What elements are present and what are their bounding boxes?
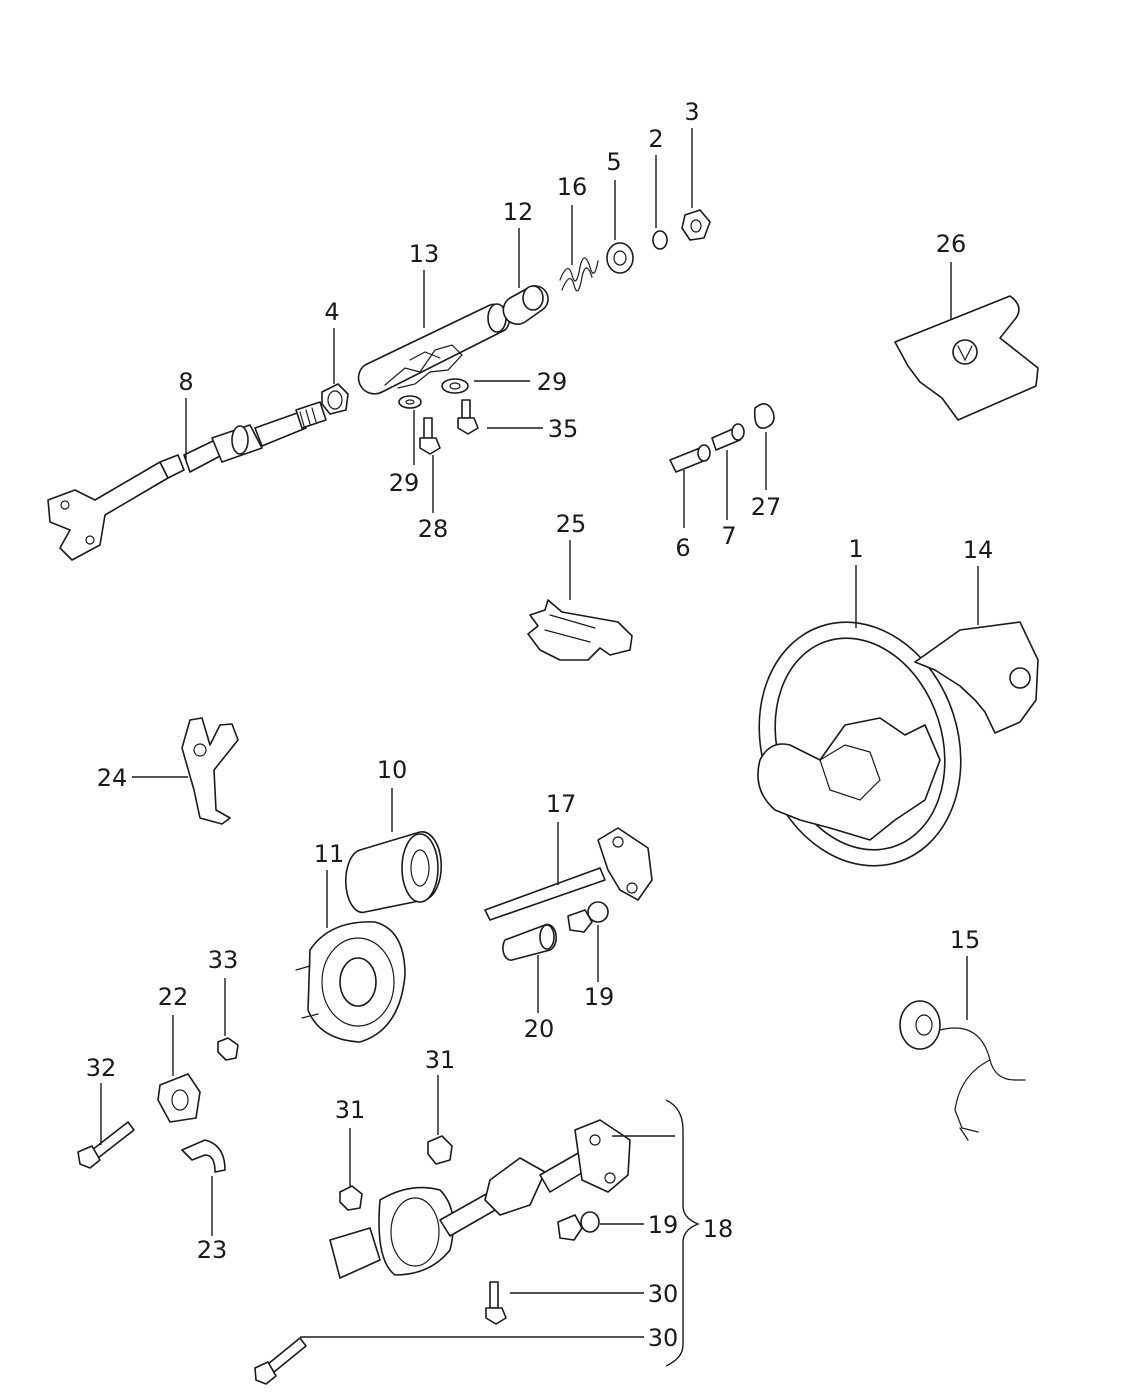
callout-30-lower: 30 (648, 1324, 679, 1352)
callout-22: 22 (158, 983, 189, 1011)
part-33-nut[interactable] (217, 1037, 239, 1061)
callout-23: 23 (197, 1236, 228, 1264)
part-35-bolt[interactable] (457, 399, 479, 435)
callout-14: 14 (963, 536, 994, 564)
callout-3: 3 (684, 98, 699, 126)
callout-15: 15 (950, 926, 981, 954)
part-4-nut[interactable] (321, 383, 349, 415)
part-20-sleeve[interactable] (502, 923, 557, 961)
part-18-shaft-assembly[interactable] (329, 1119, 631, 1279)
part-31-nut-a[interactable] (427, 1135, 453, 1165)
callout-16: 16 (557, 173, 588, 201)
part-32-bolt[interactable] (77, 1121, 135, 1169)
callout-5: 5 (606, 148, 621, 176)
callout-31-right: 31 (425, 1046, 456, 1074)
part-6-pin[interactable] (669, 444, 711, 473)
callout-27: 27 (751, 493, 782, 521)
callout-1: 1 (848, 535, 863, 563)
part-12-bushing[interactable] (502, 285, 549, 325)
leader-lines (100, 128, 979, 1367)
callout-12: 12 (503, 198, 534, 226)
part-8-lower-shaft[interactable] (47, 401, 327, 561)
callout-35: 35 (548, 415, 579, 443)
callout-18: 18 (703, 1215, 734, 1243)
part-29-washers[interactable] (398, 378, 469, 409)
part-1-steering-wheel[interactable] (728, 596, 991, 892)
part-26-horn-pad[interactable] (894, 295, 1039, 421)
callout-31-left: 31 (335, 1096, 366, 1124)
part-17-shaft[interactable] (484, 827, 653, 921)
part-27-clip[interactable] (753, 403, 775, 429)
callout-29-left: 29 (389, 469, 420, 497)
part-24-lever[interactable] (181, 717, 239, 825)
part-13-column-tube[interactable] (357, 303, 511, 395)
callout-30-upper: 30 (648, 1280, 679, 1308)
callout-33: 33 (208, 946, 239, 974)
part-30-bolt-b[interactable] (254, 1337, 307, 1385)
callout-32: 32 (86, 1054, 117, 1082)
part-5-star-washer[interactable] (606, 242, 634, 274)
callout-labels: 1 2 3 4 5 6 7 8 10 11 12 13 14 15 16 17 … (86, 98, 994, 1352)
callout-17: 17 (546, 790, 577, 818)
callout-25: 25 (556, 510, 587, 538)
part-31-nut-b[interactable] (339, 1185, 363, 1211)
callout-13: 13 (409, 240, 440, 268)
part-10-ring[interactable] (344, 831, 443, 914)
callout-6: 6 (675, 534, 690, 562)
part-15-clock-spring[interactable] (899, 1000, 1026, 1141)
part-23-clamp[interactable] (181, 1139, 226, 1173)
part-19-bolt-b[interactable] (557, 1211, 600, 1241)
part-11-housing[interactable] (295, 921, 406, 1043)
part-3-nut[interactable] (681, 209, 711, 241)
callout-10: 10 (377, 756, 408, 784)
part-14-cover[interactable] (914, 621, 1039, 734)
part-16-spring[interactable] (559, 257, 599, 292)
part-2-spring-washer[interactable] (652, 230, 668, 250)
callout-8: 8 (178, 368, 193, 396)
part-28-bolt[interactable] (419, 417, 441, 455)
callout-19-lower: 19 (648, 1211, 679, 1239)
callout-24: 24 (97, 764, 128, 792)
callout-7: 7 (721, 522, 736, 550)
part-19-bolt-a[interactable] (567, 901, 609, 933)
part-22-clamp[interactable] (157, 1073, 201, 1123)
callout-29-right: 29 (537, 368, 568, 396)
part-7-screw[interactable] (711, 423, 745, 451)
callout-28: 28 (418, 515, 449, 543)
callout-26: 26 (936, 230, 967, 258)
callout-19-upper: 19 (584, 983, 615, 1011)
callout-2: 2 (648, 125, 663, 153)
callout-20: 20 (524, 1015, 555, 1043)
callout-11: 11 (314, 840, 345, 868)
callout-4: 4 (324, 298, 339, 326)
part-30-bolt-a[interactable] (485, 1281, 507, 1325)
part-25-bracket[interactable] (527, 599, 633, 661)
